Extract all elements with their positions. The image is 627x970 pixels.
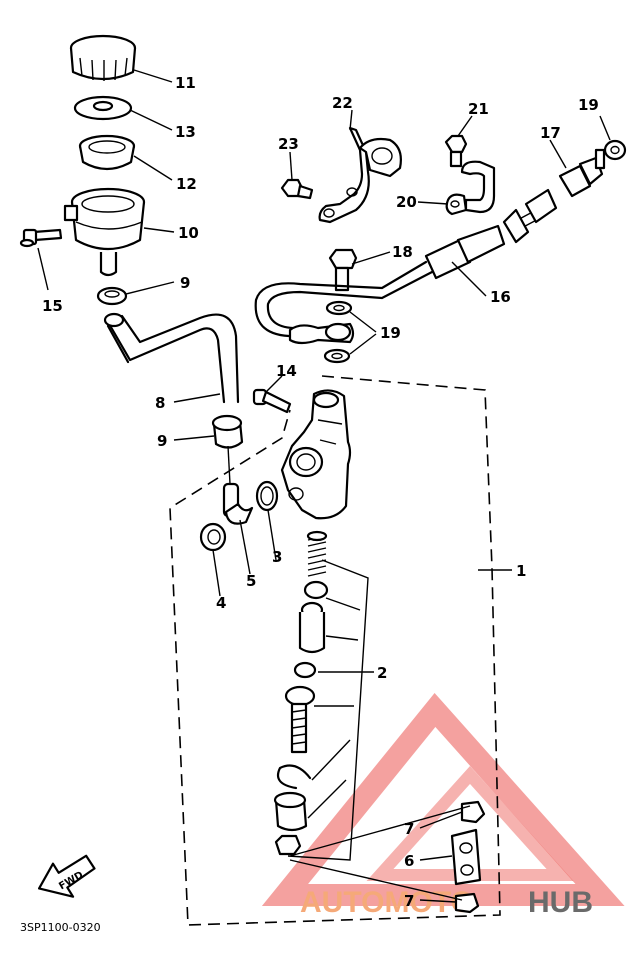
callout-20: 20 [396,193,417,211]
watermark-logo: AUTOMOTO HUB [261,693,625,919]
callout-9-lower: 9 [157,432,167,450]
drawing-code: 3SP1100-0320 [20,921,101,934]
part-21-bolt [444,134,468,168]
callout-19-upper: 19 [578,96,599,114]
callout-21: 21 [468,100,489,118]
callout-3: 3 [272,548,282,566]
callout-6: 6 [404,852,414,870]
part-5-hose-joint [222,482,254,525]
callout-2: 2 [377,664,387,682]
callout-1: 1 [516,562,526,580]
part-20-hose-guide [445,160,496,216]
callout-23: 23 [278,135,299,153]
part-9-hose-clip-lower [211,414,244,449]
fwd-arrow-icon: FWD [37,854,96,898]
master-cylinder-body [280,389,352,520]
watermark-text-automoto: AUTOMOTO [300,886,474,919]
part-10-reservoir [63,187,146,277]
part-8-reservoir-hose [103,312,240,404]
part-3-o-ring [255,480,279,512]
watermark-text-hub: HUB [528,886,593,919]
callout-16: 16 [490,288,511,306]
callout-4: 4 [216,594,226,612]
callout-9-upper: 9 [180,274,190,292]
callout-22: 22 [332,94,353,112]
part-13-diaphragm-plate [73,95,133,121]
callout-19-lower: 19 [380,324,401,342]
leader-lines [37,69,611,903]
callout-11: 11 [175,74,196,92]
master-cylinder-assembly-outline [169,375,501,926]
part-9-hose-clip-upper [96,286,128,306]
callout-7-lower: 7 [404,892,414,910]
callout-15: 15 [42,297,63,315]
callout-12: 12 [176,175,197,193]
callout-7-upper: 7 [404,820,414,838]
callout-labels: 11 13 12 10 15 9 8 9 14 5 4 3 2 1 18 16 … [42,74,599,910]
part-12-diaphragm [78,134,136,171]
internal-parts-stack [273,530,329,856]
part-23-bolt [280,178,314,200]
callout-13: 13 [175,123,196,141]
part-11-reservoir-cap [69,34,137,81]
callout-17: 17 [540,124,561,142]
callout-5: 5 [246,572,256,590]
part-18-union-bolt [328,248,358,292]
part-6-clevis-and-part-7-nuts [450,800,486,914]
part-16-brake-hose [254,188,558,345]
part-22-hose-holder [318,126,402,224]
part-17-hose-fitting [558,148,606,198]
part-19-washers-lower [323,300,353,364]
part-14-bolt [252,388,292,414]
part-19-washer-upper [603,139,627,161]
callout-18: 18 [392,243,413,261]
callout-8: 8 [155,394,165,412]
part-4-circlip [199,522,227,552]
callout-10: 10 [178,224,199,242]
part-15-screw [19,228,63,248]
callout-14: 14 [276,362,297,380]
